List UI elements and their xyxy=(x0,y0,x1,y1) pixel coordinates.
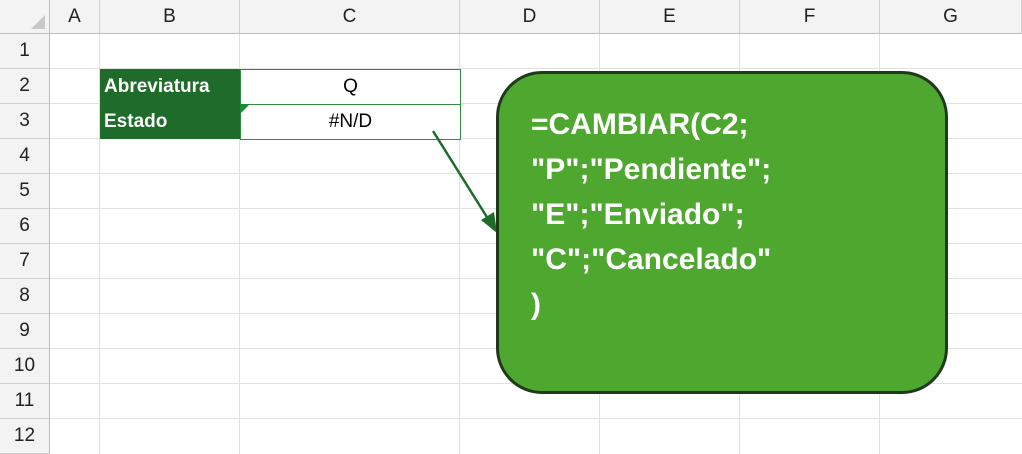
select-all-triangle-icon xyxy=(31,15,45,29)
gridline xyxy=(239,34,240,454)
cell-c3-estado-value[interactable]: #N/D xyxy=(240,104,461,140)
row-header-7[interactable]: 7 xyxy=(0,244,50,279)
column-header-f[interactable]: F xyxy=(740,0,880,34)
row-header-3[interactable]: 3 xyxy=(0,104,50,139)
gridline xyxy=(459,34,460,454)
column-header-a[interactable]: A xyxy=(50,0,100,34)
select-all-corner[interactable] xyxy=(0,0,50,34)
row-header-2[interactable]: 2 xyxy=(0,69,50,104)
row-header-1[interactable]: 1 xyxy=(0,34,50,69)
gridline xyxy=(50,68,1022,69)
column-header-c[interactable]: C xyxy=(240,0,460,34)
formula-text: =CAMBIAR(C2; "P";"Pendiente"; "E";"Envia… xyxy=(531,102,771,327)
arrow-head-icon xyxy=(481,212,497,233)
row-header-8[interactable]: 8 xyxy=(0,279,50,314)
row-header-5[interactable]: 5 xyxy=(0,174,50,209)
row-header-11[interactable]: 11 xyxy=(0,384,50,419)
gridline xyxy=(99,34,100,454)
row-header-10[interactable]: 10 xyxy=(0,349,50,384)
formula-callout[interactable]: =CAMBIAR(C2; "P";"Pendiente"; "E";"Envia… xyxy=(496,71,948,394)
column-header-g[interactable]: G xyxy=(880,0,1022,34)
row-header-4[interactable]: 4 xyxy=(0,139,50,174)
row-header-9[interactable]: 9 xyxy=(0,314,50,349)
cell-b3-estado-label[interactable]: Estado xyxy=(100,104,240,139)
formula-line-2: "P";"Pendiente"; xyxy=(531,153,772,186)
error-indicator-icon[interactable] xyxy=(240,104,250,114)
column-header-b[interactable]: B xyxy=(100,0,240,34)
cell-c2-abreviatura-value[interactable]: Q xyxy=(240,69,461,105)
row-header-6[interactable]: 6 xyxy=(0,209,50,244)
formula-line-4: "C";"Cancelado" xyxy=(531,243,772,276)
formula-line-1: =CAMBIAR(C2; xyxy=(531,108,749,141)
gridline xyxy=(50,418,1022,419)
column-header-e[interactable]: E xyxy=(600,0,740,34)
column-header-d[interactable]: D xyxy=(460,0,600,34)
formula-line-3: "E";"Enviado"; xyxy=(531,198,745,231)
formula-line-5: ) xyxy=(531,288,541,321)
row-header-12[interactable]: 12 xyxy=(0,419,50,454)
cell-b2-abreviatura-label[interactable]: Abreviatura xyxy=(100,69,240,104)
